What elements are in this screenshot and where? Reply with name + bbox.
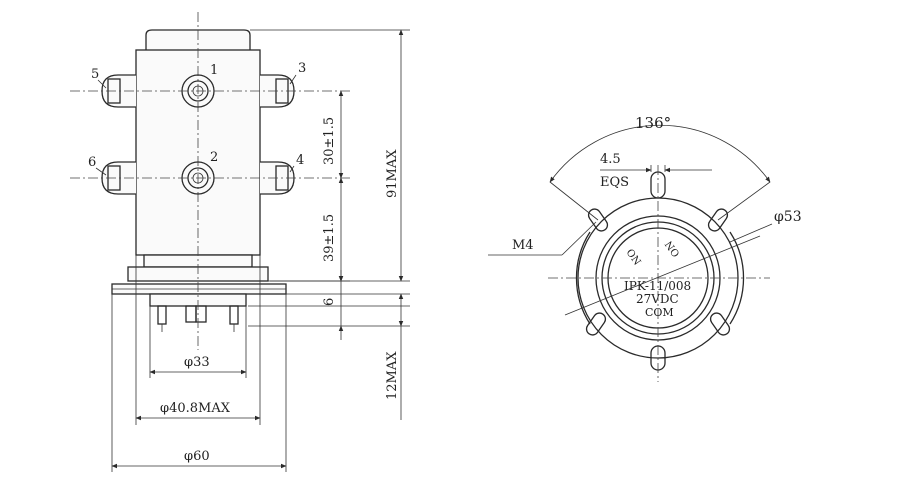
terminal-label-1: 1 (210, 63, 218, 78)
label-on-right: ON (664, 238, 683, 258)
outer-flange (575, 231, 745, 325)
terminal-label-6: 6 (88, 155, 96, 170)
label-on-left: ON (624, 247, 643, 267)
angle-label: 136° (635, 114, 671, 132)
dim-39: 39±1.5 (322, 214, 337, 262)
dim-phi60: φ60 (184, 449, 210, 464)
terminal-label-3: 3 (298, 61, 306, 76)
terminal-label-4: 4 (296, 153, 304, 168)
dim-6: 6 (322, 298, 337, 306)
terminal-label-2: 2 (210, 150, 218, 165)
dim-91max: 91MAX (385, 149, 400, 198)
dim-phi33: φ33 (184, 355, 210, 370)
side-view: 1 2 3 4 5 6 30±1.5 39±1.5 6 91MAX 12MAX (70, 12, 410, 472)
dim-phi40-8max: φ40.8MAX (160, 401, 231, 416)
dim-phi53: φ53 (774, 209, 802, 225)
terminal-label-5: 5 (91, 67, 99, 82)
bottom-pins (157, 305, 239, 332)
dim-4-5: 4.5 (600, 152, 621, 167)
top-view: 136° 4.5 EQS φ53 M4 ON ON IPK-11/008 27V… (488, 114, 802, 382)
dim-30: 30±1.5 (322, 117, 337, 165)
eqs-label: EQS (600, 175, 629, 190)
dim-12max: 12MAX (385, 351, 400, 400)
angle-arc-136 (549, 124, 771, 183)
com-label: COM (645, 306, 674, 319)
thread-m4: M4 (512, 238, 534, 253)
voltage-label: 27VDC (636, 292, 679, 306)
model-label: IPK-11/008 (624, 279, 691, 293)
